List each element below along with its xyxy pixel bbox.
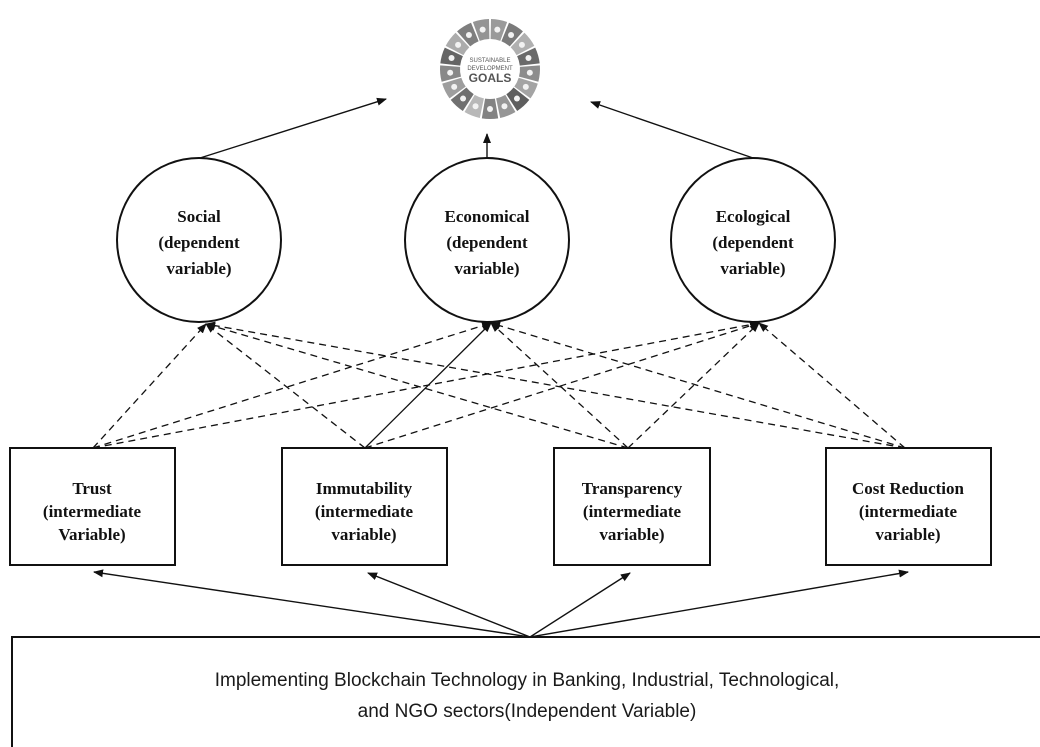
- link-transparency-economical: [490, 322, 629, 449]
- trust-label-line2: (intermediate: [43, 502, 142, 521]
- immutability-label-line3: variable): [331, 525, 396, 544]
- sdg-logo-line3: GOALS: [469, 71, 512, 85]
- immutability-label-line1: Immutability: [316, 479, 413, 498]
- sdg-segment-glyph: [460, 95, 467, 102]
- sdg-segment-glyph: [455, 41, 462, 48]
- independent-label-line2: and NGO sectors(Independent Variable): [358, 701, 697, 722]
- intermediate-box-trust: Trust (intermediate Variable): [9, 447, 176, 566]
- arrow-ecological-to-sdg: [590, 101, 754, 159]
- economical-label-line3: variable): [454, 259, 519, 278]
- sdg-logo-line2: DEVELOPMENT: [467, 66, 513, 72]
- trust-label-line1: Trust: [72, 479, 112, 498]
- link-trust-social: [92, 323, 207, 449]
- link-immutability-ecological: [364, 321, 760, 449]
- independent-to-intermediate-arrows: [93, 569, 909, 638]
- arrow-social-to-sdg: [199, 97, 387, 159]
- sdg-segment-glyph: [513, 95, 520, 102]
- ecological-label-line2: (dependent: [712, 233, 794, 252]
- sdg-segment-glyph: [522, 83, 529, 90]
- dependent-circle-ecological: Ecological (dependent variable): [670, 157, 836, 323]
- cost-reduction-label-line2: (intermediate: [859, 502, 958, 521]
- sdg-logo-line1: SUSTAINABLE: [470, 58, 511, 64]
- link-cost-reduction-ecological: [758, 322, 906, 449]
- cost-reduction-label-line1: Cost Reduction: [852, 479, 964, 498]
- social-label-line3: variable): [166, 259, 231, 278]
- link-cost-reduction-economical: [490, 321, 906, 449]
- sdg-segment-glyph: [487, 106, 493, 112]
- transparency-label-line3: variable): [599, 525, 664, 544]
- link-cost-reduction-social: [205, 321, 906, 449]
- ecological-label-line1: Ecological: [716, 207, 791, 226]
- sdg-segment-glyph: [501, 103, 508, 110]
- link-transparency-ecological: [627, 322, 760, 449]
- link-immutability-economical: [364, 322, 492, 449]
- sdg-segment-glyph: [518, 41, 525, 48]
- link-transparency-social: [205, 322, 629, 449]
- sdg-segment-glyph: [526, 69, 533, 76]
- sdg-segment-glyph: [472, 103, 479, 110]
- link-immutability-social: [205, 323, 366, 449]
- social-label-line1: Social: [177, 207, 221, 226]
- intermediate-to-dependent-links: [92, 320, 906, 449]
- independent-label-line1: Implementing Blockchain Technology in Ba…: [215, 670, 840, 691]
- ecological-label-line3: variable): [720, 259, 785, 278]
- link-trust-economical: [92, 321, 492, 449]
- sdg-segment-glyph: [448, 55, 455, 62]
- economical-label-line2: (dependent: [446, 233, 528, 252]
- sdg-segment-glyph: [525, 55, 532, 62]
- trust-label-line3: Variable): [58, 525, 125, 544]
- arrow-to-cost-reduction: [529, 569, 909, 638]
- intermediate-box-immutability: Immutability (intermediate variable): [281, 447, 448, 566]
- sdg-segment-glyph: [479, 26, 486, 33]
- intermediate-box-cost-reduction: Cost Reduction (intermediate variable): [825, 447, 992, 566]
- dependent-to-sdg-arrows: [199, 97, 754, 159]
- dependent-circle-social: Social (dependent variable): [116, 157, 282, 323]
- social-label-line2: (dependent: [158, 233, 240, 252]
- immutability-label-line2: (intermediate: [315, 502, 414, 521]
- arrow-to-transparency: [529, 572, 631, 638]
- sdg-segment-glyph: [508, 31, 515, 38]
- cost-reduction-label-line3: variable): [875, 525, 940, 544]
- sdg-segment-glyph: [451, 83, 458, 90]
- intermediate-box-transparency: Transparency (intermediate variable): [553, 447, 711, 566]
- arrow-to-immutability: [367, 572, 531, 638]
- sdg-wheel-icon: SUSTAINABLE DEVELOPMENT GOALS: [440, 19, 540, 119]
- sdg-segment-glyph: [465, 31, 472, 38]
- dependent-circle-economical: Economical (dependent variable): [404, 157, 570, 323]
- link-trust-ecological: [92, 320, 760, 449]
- transparency-label-line2: (intermediate: [583, 502, 682, 521]
- independent-variable-box: Implementing Blockchain Technology in Ba…: [11, 636, 1040, 747]
- sdg-segment-glyph: [447, 69, 454, 76]
- sdg-segment-glyph: [494, 26, 501, 33]
- economical-label-line1: Economical: [445, 207, 530, 226]
- arrow-to-trust: [93, 569, 531, 638]
- transparency-label-line1: Transparency: [582, 479, 683, 498]
